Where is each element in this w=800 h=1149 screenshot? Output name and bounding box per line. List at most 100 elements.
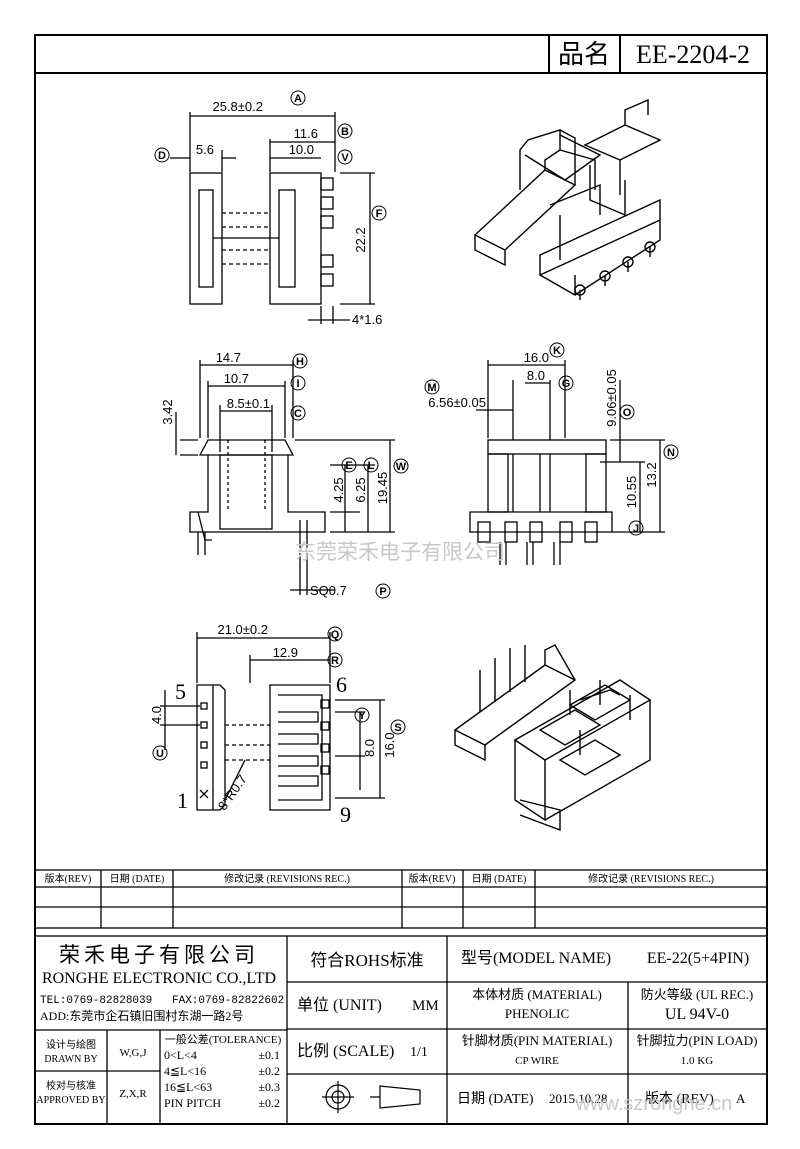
letter-y: Y xyxy=(358,710,366,722)
ul-value: UL 94V-0 xyxy=(665,1006,729,1023)
dim-j: 10.55 xyxy=(624,476,639,509)
letter-m: M xyxy=(427,382,436,394)
side-view xyxy=(175,360,395,595)
dim-m: 6.56±0.05 xyxy=(428,395,486,410)
letter-f: F xyxy=(376,208,383,220)
model-value: EE-22(5+4PIN) xyxy=(647,950,749,967)
letter-i: I xyxy=(296,378,299,390)
material-label: 本体材质 (MATERIAL) xyxy=(472,987,602,1002)
dim-u: 4.0 xyxy=(149,706,164,724)
pin-6-label: 6 xyxy=(336,672,347,697)
letter-v: V xyxy=(341,152,349,164)
rev-col-rev-2: 版本(REV) xyxy=(409,872,456,885)
material-value: PHENOLIC xyxy=(505,1006,569,1021)
dim-n: 13.2 xyxy=(644,462,659,487)
pin-9-label: 9 xyxy=(340,802,351,827)
rev-col-rec-1: 修改记录 (REVISIONS REC.) xyxy=(224,872,350,885)
top-view xyxy=(170,112,375,324)
letter-o: O xyxy=(623,407,632,419)
watermark: 东莞荣禾电子有限公司 xyxy=(295,541,505,564)
model-label: 型号(MODEL NAME) xyxy=(461,949,611,967)
letter-u: U xyxy=(156,748,164,760)
letter-g: G xyxy=(562,378,571,390)
pin-material-value: CP WIRE xyxy=(515,1055,559,1067)
dim-r: 12.9 xyxy=(273,645,298,660)
company-name-en: RONGHE ELECTRONIC CO.,LTD xyxy=(42,970,276,987)
tolerance-range-2: 4≦L<16 xyxy=(164,1064,206,1078)
url-watermark: www.szronghe.cn xyxy=(575,1093,733,1115)
part-label: 品名 xyxy=(558,40,610,69)
drawn-by-value: W,G,J xyxy=(119,1047,147,1059)
letter-c: C xyxy=(294,408,302,420)
letter-l: L xyxy=(368,460,375,472)
tolerance-range-4: PIN PITCH xyxy=(164,1096,221,1110)
title-block xyxy=(34,935,768,1125)
tolerance-value-3: ±0.3 xyxy=(258,1080,280,1094)
letter-b: B xyxy=(341,126,349,138)
dim-h: 14.7 xyxy=(216,350,241,365)
dim-o: 9.06±0.05 xyxy=(604,369,619,427)
revision-table xyxy=(34,869,768,929)
dim-g: 8.0 xyxy=(527,368,545,383)
dim-c: 8.5±0.1 xyxy=(227,396,270,411)
rohs-label: 符合ROHS标准 xyxy=(310,951,423,970)
approved-by-label-cn: 校对与核准 xyxy=(46,1079,96,1092)
scale-value: 1/1 xyxy=(410,1045,428,1060)
isometric-top xyxy=(473,98,662,300)
date-value: 2015.10.28 xyxy=(549,1091,608,1106)
dim-f: 22.2 xyxy=(353,227,368,252)
rev-col-rec-2: 修改记录 (REVISIONS REC.) xyxy=(588,872,714,885)
rev-value: A xyxy=(736,1091,746,1106)
bottom-view xyxy=(160,632,385,811)
dim-r07: 8*R0.7 xyxy=(215,772,250,813)
ul-label: 防火等级 (UL REC.) xyxy=(641,987,754,1002)
dim-v: 10.0 xyxy=(289,142,314,157)
part-number: EE-2204-2 xyxy=(636,40,750,69)
company-tel: TEL:0769-82828039 xyxy=(40,995,152,1007)
scale-label: 比例 (SCALE) xyxy=(297,1042,394,1060)
rev-label: 版本 (REV) xyxy=(645,1091,714,1107)
company-name-cn: 荣禾电子有限公司 xyxy=(59,943,259,967)
dim-y: 8.0 xyxy=(362,739,377,757)
tolerance-value-1: ±0.1 xyxy=(258,1048,280,1062)
dim-l: 6.25 xyxy=(353,477,368,502)
pin-load-label: 针脚拉力(PIN LOAD) xyxy=(637,1033,758,1048)
letter-r: R xyxy=(331,655,339,667)
letter-n: N xyxy=(667,447,675,459)
pin-load-value: 1.0 KG xyxy=(681,1055,713,1067)
isometric-bottom xyxy=(453,644,652,832)
tolerance-range-3: 16≦L<63 xyxy=(164,1080,212,1094)
tolerance-value-4: ±0.2 xyxy=(258,1096,280,1110)
dim-i: 10.7 xyxy=(224,371,249,386)
letter-w: W xyxy=(396,461,407,473)
date-label: 日期 (DATE) xyxy=(457,1091,534,1107)
letter-s: S xyxy=(394,722,401,734)
letter-q: Q xyxy=(331,629,340,641)
unit-label: 单位 (UNIT) xyxy=(297,996,382,1014)
dim-q: 21.0±0.2 xyxy=(217,622,268,637)
dim-e: 4.25 xyxy=(331,477,346,502)
front-view xyxy=(469,360,665,565)
dim-d: 5.6 xyxy=(196,142,214,157)
dim-342: 3.42 xyxy=(160,399,175,424)
rev-col-rev-1: 版本(REV) xyxy=(45,872,92,885)
tolerance-range-1: 0<L<4 xyxy=(164,1048,197,1062)
part-header: 品名 EE-2204-2 xyxy=(35,35,767,74)
letter-d: D xyxy=(158,150,166,162)
projection-symbol-icon xyxy=(322,1081,421,1113)
letter-h: H xyxy=(296,356,304,368)
letter-e: E xyxy=(345,460,352,472)
tolerance-title: 一般公差(TOLERANCE) xyxy=(165,1032,282,1046)
pin-5-label: 5 xyxy=(175,679,186,704)
drawn-by-label-en: DRAWN BY xyxy=(44,1054,97,1065)
unit-value: MM xyxy=(412,998,439,1014)
dim-b: 11.6 xyxy=(294,126,318,141)
dim-k: 16.0 xyxy=(524,350,549,365)
dim-p: SQ0.7 xyxy=(310,583,347,598)
dim-pin: 4*1.6 xyxy=(352,312,382,327)
approved-by-label-en: APPROVED BY xyxy=(36,1095,105,1106)
letter-k: K xyxy=(553,345,561,357)
pin-1-label: 1 xyxy=(177,788,188,813)
company-fax: FAX:0769-82822602 xyxy=(172,995,284,1007)
